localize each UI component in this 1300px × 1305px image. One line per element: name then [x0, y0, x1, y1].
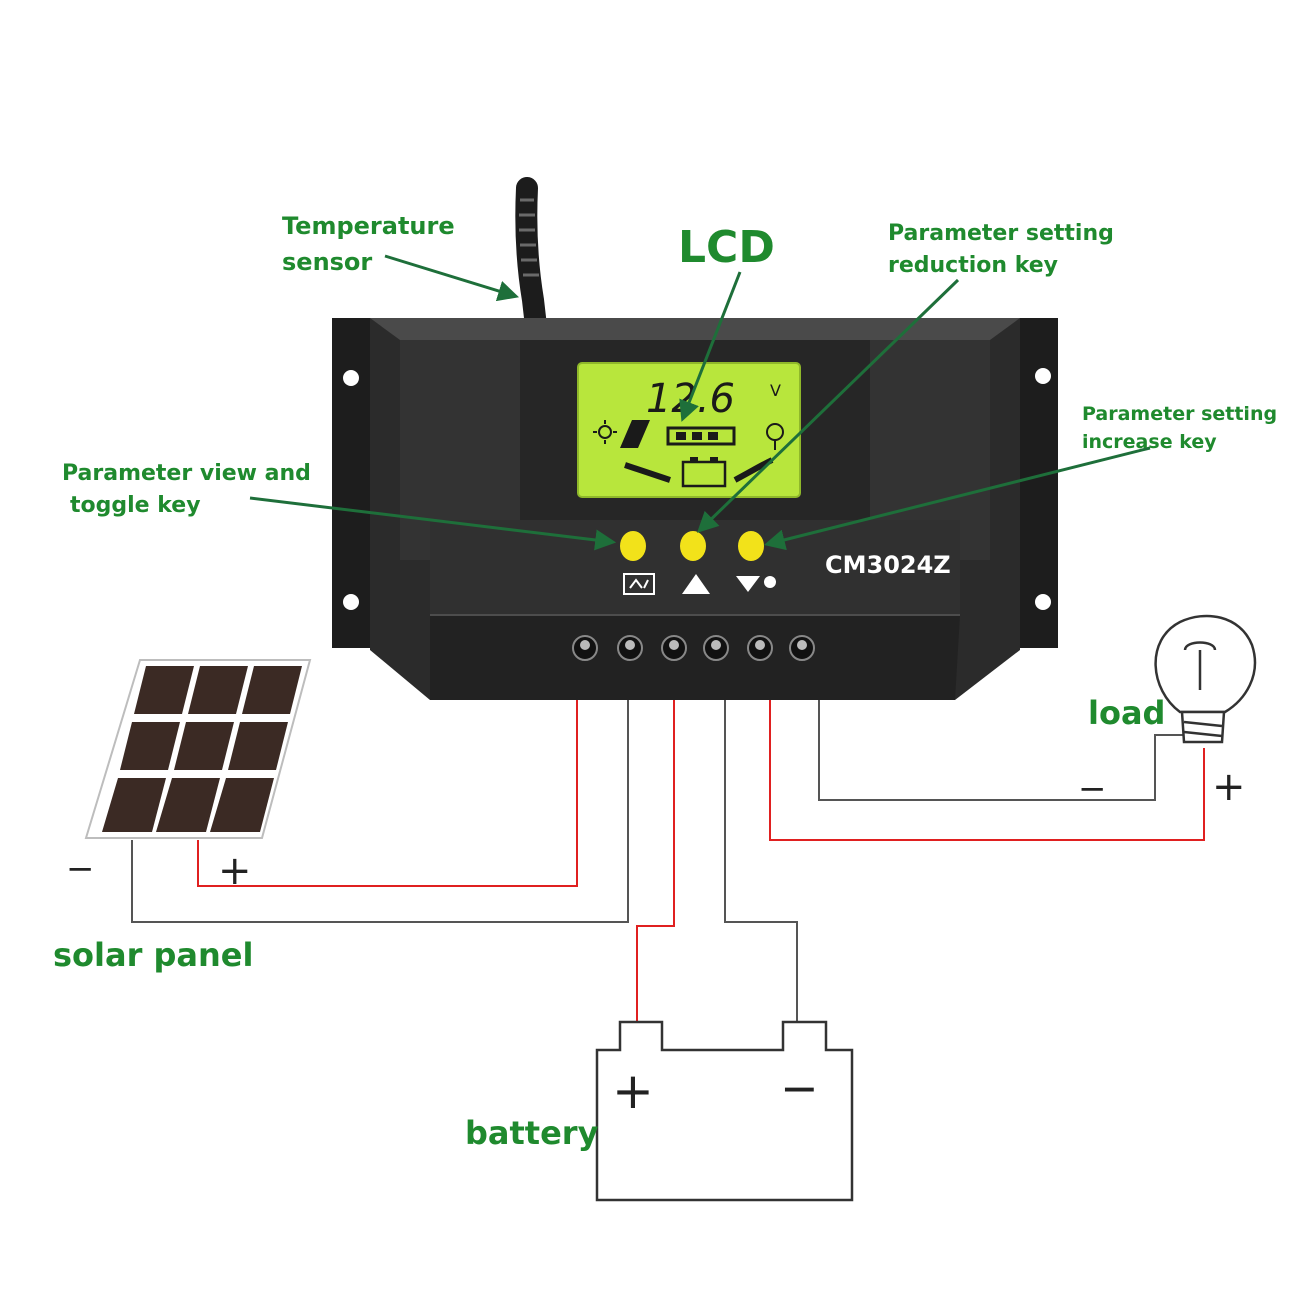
increase-key-label-line1: Parameter setting — [1082, 403, 1277, 425]
view-key-label-line2: toggle key — [70, 493, 201, 518]
temperature-sensor-label-line2: sensor — [282, 248, 372, 276]
load-label: load — [1088, 694, 1165, 732]
battery-plus-sign: + — [612, 1062, 654, 1120]
temperature-sensor-cable — [515, 177, 548, 346]
lcd-arrow — [679, 271, 742, 422]
battery-negative-terminal — [703, 635, 729, 661]
lcd-panel-icon — [620, 420, 650, 448]
annotation-arrows — [249, 254, 1151, 551]
lcd-label: LCD — [678, 222, 775, 273]
view-key-label-line1: Parameter view and — [62, 461, 311, 486]
terminals — [572, 635, 815, 661]
increase-key-arrow — [763, 446, 1151, 551]
lcd-bulb-icon — [766, 423, 784, 450]
parameter-reduction-key[interactable] — [680, 531, 706, 561]
mounting-hole — [1035, 594, 1051, 610]
lcd-screen: 12.6 V — [577, 362, 801, 498]
load-negative-wire — [818, 700, 1185, 801]
load-plus-sign: + — [1212, 764, 1246, 810]
lcd-battery-icon — [681, 457, 727, 488]
battery — [595, 1020, 854, 1202]
reduction-key-arrow — [696, 278, 960, 533]
view-key-arrow — [249, 496, 617, 551]
solar-negative-terminal — [572, 635, 598, 661]
lcd-sun-icon — [593, 420, 617, 444]
battery-minus-sign: − — [780, 1061, 819, 1115]
battery-negative-wire — [724, 700, 798, 1022]
load-negative-terminal — [789, 635, 815, 661]
mounting-hole — [343, 594, 359, 610]
parameter-view-toggle-key[interactable] — [620, 531, 646, 561]
battery-positive-terminal — [661, 635, 687, 661]
battery-positive-wire — [636, 700, 675, 1022]
controller-model-label: CM3024Z — [825, 551, 951, 579]
solar-plus-sign: + — [218, 848, 252, 894]
increase-key-label-line2: increase key — [1082, 431, 1217, 453]
lcd-unit: V — [770, 381, 781, 400]
load-minus-sign: − — [1078, 769, 1107, 809]
keys — [620, 531, 776, 595]
mounting-hole — [1035, 368, 1051, 384]
load-positive-wire — [769, 700, 1205, 841]
view-key-symbol-icon — [623, 573, 655, 595]
solar-panel-label: solar panel — [53, 936, 253, 974]
lcd-controller-icon — [666, 426, 736, 446]
solar-positive-terminal — [617, 635, 643, 661]
reduction-key-label-line2: reduction key — [888, 253, 1058, 278]
battery-label: battery — [465, 1114, 599, 1152]
charge-controller — [332, 318, 1058, 700]
parameter-increase-key[interactable] — [738, 531, 764, 561]
reduction-key-label-line1: Parameter setting — [888, 221, 1114, 246]
temperature-sensor-arrow — [384, 254, 520, 302]
solar-panel — [84, 659, 312, 839]
temperature-sensor-label-line1: Temperature — [282, 212, 455, 240]
wires — [131, 700, 1205, 1022]
solar-negative-wire — [131, 700, 629, 923]
solar-minus-sign: − — [66, 849, 95, 889]
up-triangle-icon — [682, 574, 710, 594]
load-bulb — [1154, 614, 1257, 744]
solar-positive-wire — [197, 700, 578, 887]
down-triangle-icon — [736, 576, 760, 592]
mounting-hole — [343, 370, 359, 386]
load-positive-terminal — [747, 635, 773, 661]
